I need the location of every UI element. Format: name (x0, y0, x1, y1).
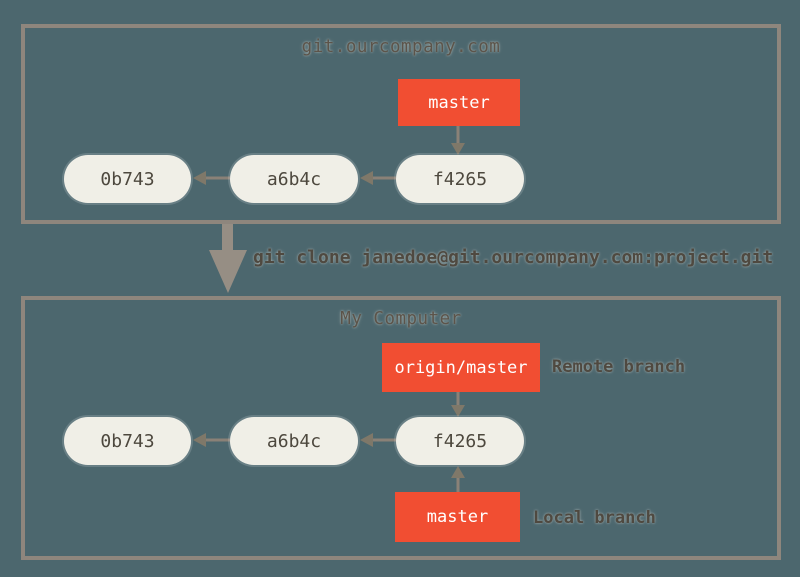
commit-id: 0b743 (100, 430, 155, 452)
local-computer-title: My Computer (340, 309, 462, 329)
branch-label: master (428, 92, 490, 113)
branch-pointer-arrow (451, 466, 465, 492)
remote-branch-annotation: Remote branch (552, 357, 686, 377)
commit-node: a6b4c (230, 155, 358, 203)
local-computer-box (21, 296, 781, 560)
commit-parent-arrow (360, 171, 396, 185)
branch-label: origin/master (394, 357, 528, 378)
commit-parent-arrow (193, 433, 230, 447)
server-master-branch: master (398, 79, 520, 126)
clone-flow-arrow (209, 224, 247, 293)
commit-id: a6b4c (266, 168, 322, 190)
server-box (21, 24, 781, 224)
branch-label: master (426, 507, 489, 527)
commit-node: f4265 (396, 155, 524, 203)
server-title: git.ourcompany.com (301, 37, 501, 57)
clone-command-label: git clone janedoe@git.ourcompany.com:pro… (253, 247, 774, 268)
commit-id: 0b743 (100, 168, 155, 190)
remote-tracking-branch: origin/master (382, 343, 540, 392)
local-branch-annotation: Local branch (533, 508, 656, 528)
branch-pointer-arrow (451, 126, 465, 155)
commit-parent-arrow (193, 171, 230, 185)
commit-node: f4265 (396, 417, 524, 465)
commit-id: f4265 (432, 430, 488, 452)
commit-node: a6b4c (230, 417, 358, 465)
commit-node: 0b743 (64, 417, 191, 465)
commit-id: f4265 (432, 168, 488, 190)
local-master-branch: master (395, 492, 520, 542)
branch-pointer-arrow (451, 390, 465, 417)
commit-id: a6b4c (266, 430, 322, 452)
commit-node: 0b743 (64, 155, 191, 203)
commit-parent-arrow (360, 433, 396, 447)
